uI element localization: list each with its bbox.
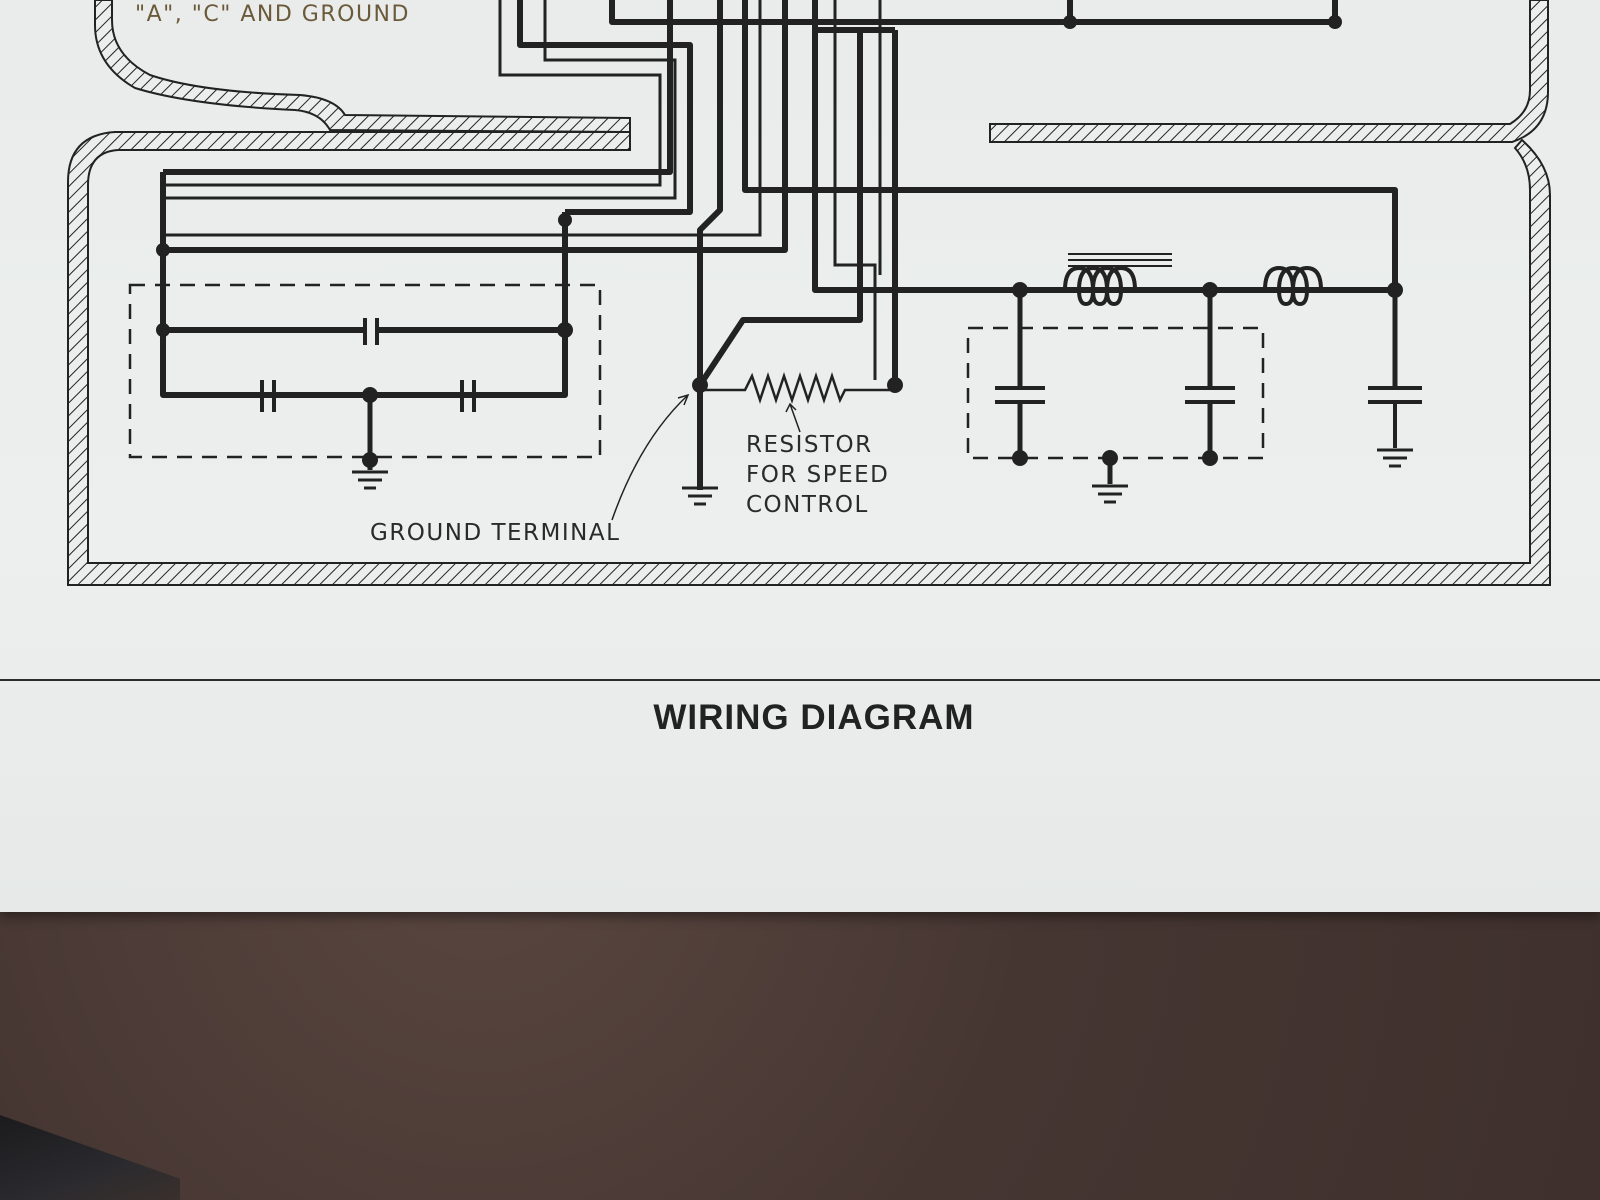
label-resistor-line2: FOR SPEED [746, 462, 890, 488]
filter-network [815, 253, 1422, 504]
wiring-diagram [67, 0, 1551, 586]
page-title: WIRING DIAGRAM [653, 698, 975, 737]
hatched-enclosure [67, 0, 1551, 586]
divider-rule [0, 679, 1600, 681]
label-ground-terminal: GROUND TERMINAL [370, 520, 621, 546]
label-top-fragment: "A", "C" AND GROUND [135, 2, 410, 27]
speed-control-resistor [611, 372, 895, 521]
label-resistor-line3: CONTROL [746, 492, 869, 518]
ground-symbol-center [682, 385, 718, 506]
label-resistor-line1: RESISTOR [746, 432, 873, 458]
wiring [160, 0, 1398, 490]
manual-page: "A", "C" AND GROUND GROUND TERMINAL RESI… [0, 0, 1600, 912]
